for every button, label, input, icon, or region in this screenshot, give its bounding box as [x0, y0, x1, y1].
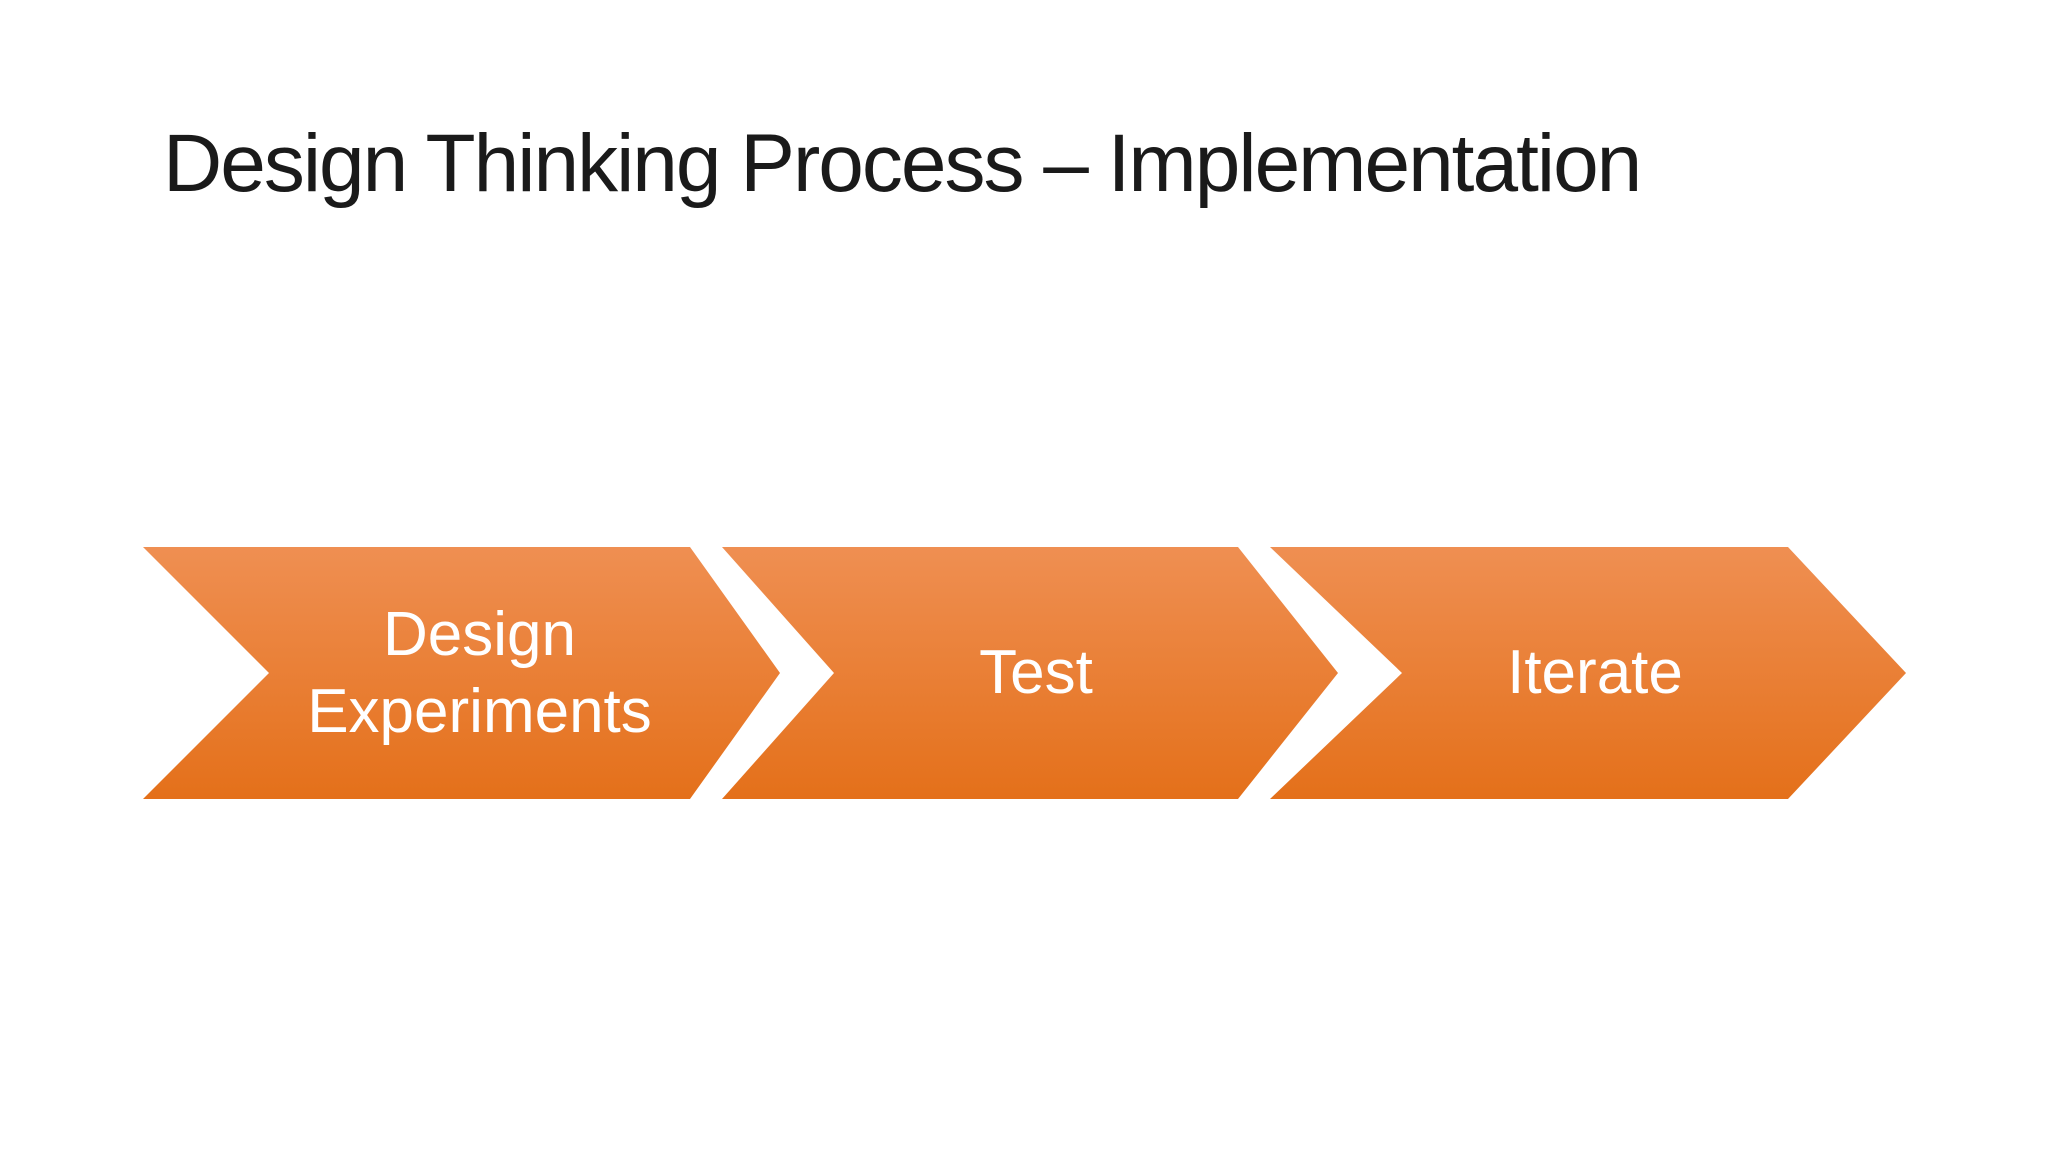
slide-title: Design Thinking Process – Implementation: [163, 118, 1642, 209]
chevron-step-2-shape: [722, 547, 1338, 799]
chevron-step-3-shape: [1270, 547, 1906, 799]
step-label-design-experiments: Design Experiments: [307, 599, 652, 747]
step-label-test: Test: [979, 638, 1093, 708]
step-label-iterate: Iterate: [1507, 638, 1683, 708]
chevron-step-1-shape: [143, 547, 780, 799]
